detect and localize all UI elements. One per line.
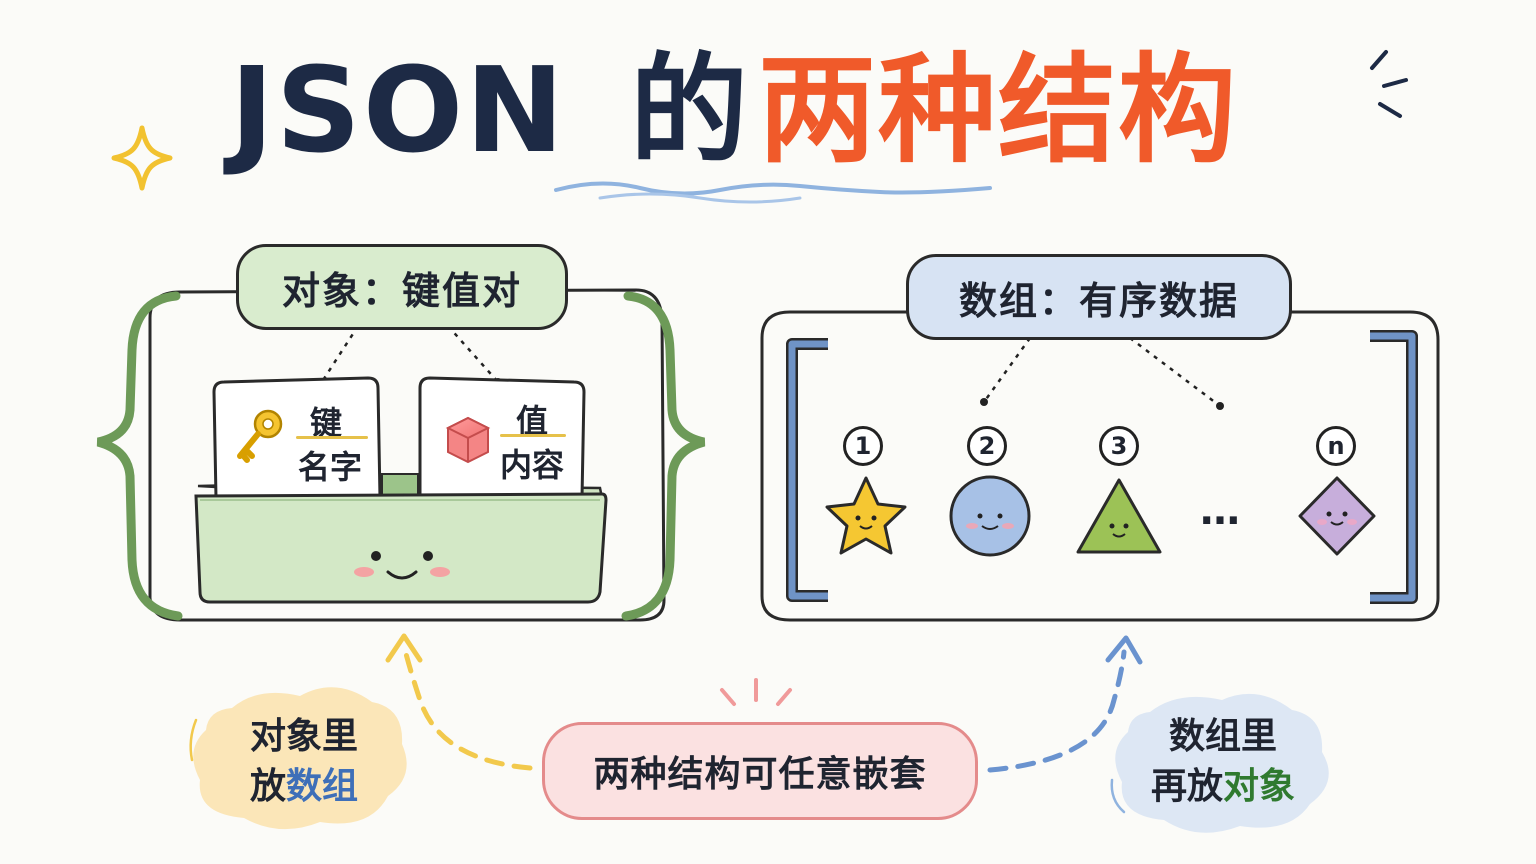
circle-icon bbox=[949, 475, 1031, 557]
object-label: 对象：键值对 bbox=[236, 244, 568, 330]
title-json: JSON bbox=[230, 41, 566, 179]
left-note-highlight: 数组 bbox=[286, 766, 359, 807]
blue-arrow bbox=[987, 649, 1127, 773]
title-two-structures: 两种结构 bbox=[757, 41, 1238, 179]
left-note-line1: 对象里 bbox=[249, 716, 358, 757]
right-curly-brace bbox=[621, 291, 706, 621]
array-panel bbox=[760, 310, 1440, 622]
key-icon bbox=[237, 409, 283, 463]
title-underline bbox=[554, 181, 992, 196]
left-cloud bbox=[193, 687, 407, 830]
left-square-bracket bbox=[786, 338, 828, 602]
key-card-divider bbox=[296, 436, 368, 439]
nesting-label: 两种结构可任意嵌套 bbox=[542, 722, 978, 820]
box-face-icon bbox=[354, 551, 450, 580]
array-index-3: 3 bbox=[1099, 426, 1139, 466]
array-index-n: n bbox=[1316, 426, 1356, 466]
object-panel bbox=[96, 288, 706, 622]
value-card-divider bbox=[500, 434, 566, 437]
title-de: 的 bbox=[629, 41, 750, 179]
sparkle-icon bbox=[111, 125, 173, 191]
value-card-title: 值 bbox=[515, 402, 548, 440]
cube-icon bbox=[445, 416, 491, 464]
array-index-1: 1 bbox=[843, 426, 883, 466]
left-note-line2: 放数组 bbox=[249, 766, 359, 807]
left-note: 对象里 放数组 bbox=[214, 712, 394, 812]
right-note-highlight: 对象 bbox=[1223, 766, 1296, 807]
page-title: JSON 的 两种结构 bbox=[230, 40, 1238, 180]
array-ellipsis: … bbox=[1200, 488, 1244, 534]
right-cloud bbox=[1115, 693, 1329, 833]
triangle-icon bbox=[1076, 478, 1162, 554]
green-box bbox=[194, 492, 608, 604]
diamond-icon bbox=[1298, 476, 1376, 556]
right-note: 数组里 再放对象 bbox=[1130, 712, 1316, 812]
key-card-subtitle: 名字 bbox=[297, 448, 362, 486]
yellow-arrow bbox=[401, 643, 533, 771]
key-card-title: 键 bbox=[309, 404, 342, 442]
left-curly-brace bbox=[96, 291, 183, 621]
right-note-line1: 数组里 bbox=[1168, 716, 1277, 757]
value-card bbox=[418, 376, 586, 500]
value-card-subtitle: 内容 bbox=[499, 446, 564, 484]
array-label: 数组：有序数据 bbox=[906, 254, 1292, 340]
star-icon bbox=[825, 476, 907, 555]
right-note-line2: 再放对象 bbox=[1150, 766, 1296, 807]
array-index-2: 2 bbox=[967, 426, 1007, 466]
right-square-bracket bbox=[1370, 330, 1418, 604]
emphasis-lines-icon bbox=[1370, 50, 1408, 118]
emphasis-marks-icon bbox=[720, 678, 792, 706]
